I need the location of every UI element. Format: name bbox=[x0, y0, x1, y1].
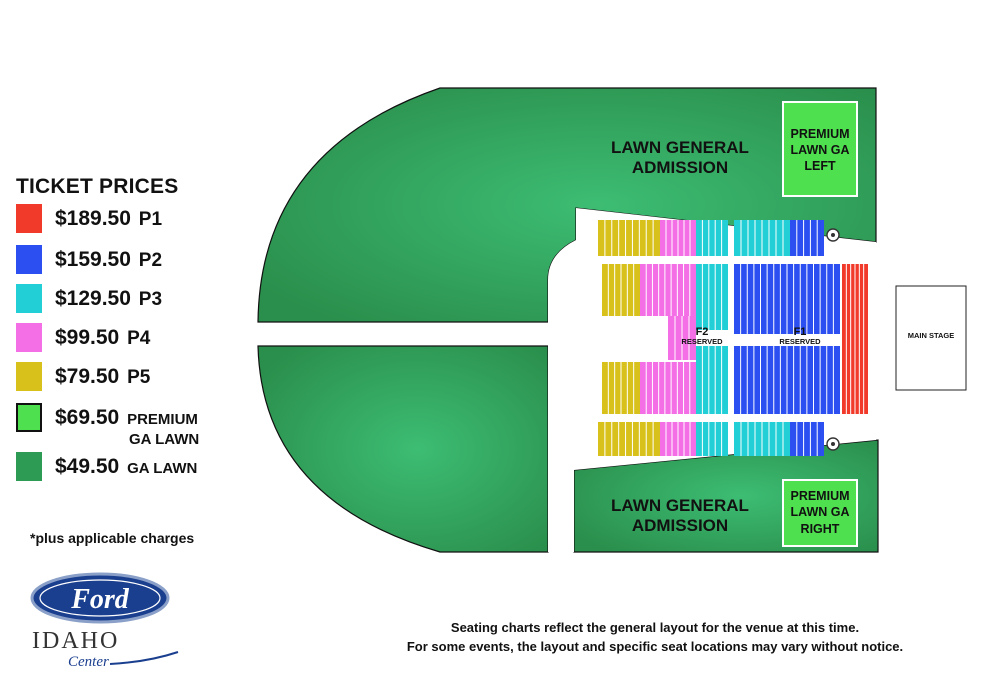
section-p3[interactable] bbox=[734, 220, 790, 256]
premium-left-label-1: PREMIUM bbox=[790, 127, 849, 141]
section-p5[interactable] bbox=[598, 422, 660, 456]
premium-left-label-2: LAWN GA bbox=[790, 143, 849, 157]
logo-sub: Center bbox=[68, 654, 109, 670]
main-stage-label: MAIN STAGE bbox=[908, 331, 955, 340]
logo-name: IDAHO bbox=[32, 628, 119, 654]
premium-right-label-1: PREMIUM bbox=[790, 489, 849, 503]
legend-price: $49.50 bbox=[55, 455, 120, 478]
section-p2[interactable] bbox=[790, 220, 824, 256]
section-p5[interactable] bbox=[602, 264, 640, 316]
legend-price: $129.50 bbox=[55, 287, 131, 310]
legend-swatch bbox=[16, 452, 42, 481]
section-p4[interactable] bbox=[640, 362, 696, 414]
wheelchair-icon bbox=[826, 437, 840, 451]
legend-item-p3: $129.50 P3 bbox=[16, 284, 162, 313]
lawn-bottom-label-2: ADMISSION bbox=[632, 516, 728, 535]
section-p3[interactable] bbox=[696, 220, 728, 256]
legend-item-ga-lawn: $49.50 GA LAWN bbox=[16, 452, 197, 481]
ford-idaho-center-logo: Ford IDAHO Center bbox=[30, 572, 179, 670]
legend-swatch bbox=[16, 204, 42, 233]
logo-brand: Ford bbox=[70, 584, 130, 615]
legend-price: $69.50 bbox=[55, 406, 120, 429]
seat-blocks[interactable] bbox=[548, 208, 876, 552]
disclaimer-line-1: Seating charts reflect the general layou… bbox=[450, 620, 860, 635]
disclaimer-line-2: For some events, the layout and specific… bbox=[406, 639, 904, 654]
section-p3[interactable] bbox=[696, 346, 728, 414]
legend-tier: P1 bbox=[138, 209, 163, 230]
seat-block-fill bbox=[598, 220, 660, 256]
legend-tier: PREMIUM bbox=[127, 411, 198, 428]
section-p4[interactable] bbox=[668, 316, 696, 360]
section-p3[interactable] bbox=[734, 422, 790, 456]
legend-tier-line2: GA LAWN bbox=[129, 431, 200, 448]
f2-label: F2 bbox=[696, 326, 709, 338]
section-p1[interactable] bbox=[842, 264, 868, 414]
seat-block-fill bbox=[696, 422, 728, 456]
charges-note: *plus applicable charges bbox=[30, 530, 195, 546]
f1-sub-label: RESERVED bbox=[779, 337, 821, 346]
lawn-ga-bottom-left[interactable] bbox=[257, 345, 549, 553]
section-p4[interactable] bbox=[660, 422, 696, 456]
premium-lawn-left[interactable] bbox=[782, 101, 858, 197]
legend-item-p4: $99.50 P4 bbox=[16, 323, 150, 352]
legend-tier: P5 bbox=[127, 367, 151, 388]
lawn-top-label-1: LAWN GENERAL bbox=[611, 138, 749, 157]
section-p4[interactable] bbox=[660, 220, 696, 256]
section-p3[interactable] bbox=[696, 264, 728, 330]
section-p5[interactable] bbox=[602, 362, 640, 414]
legend-swatch bbox=[16, 362, 42, 391]
premium-right-label-3: RIGHT bbox=[801, 522, 840, 536]
legend-price: $79.50 bbox=[55, 365, 120, 388]
legend-tier: P4 bbox=[127, 328, 151, 349]
lawn-bottom-label-1: LAWN GENERAL bbox=[611, 496, 749, 515]
legend-swatch bbox=[16, 245, 42, 274]
legend-item-p5: $79.50 P5 bbox=[16, 362, 150, 391]
legend-item-p1: $189.50 P1 bbox=[16, 204, 162, 233]
seat-block-fill bbox=[640, 362, 696, 414]
legend-title: TICKET PRICES bbox=[16, 175, 179, 198]
seat-block-fill bbox=[640, 264, 696, 316]
seat-block-fill bbox=[696, 264, 728, 330]
seat-block-fill bbox=[696, 220, 728, 256]
legend-tier: P2 bbox=[138, 250, 163, 271]
wheelchair-icon bbox=[826, 228, 840, 242]
premium-left-label-3: LEFT bbox=[804, 159, 836, 173]
section-p5[interactable] bbox=[598, 220, 660, 256]
seat-block-fill bbox=[696, 346, 728, 414]
disclaimer: Seating charts reflect the general layou… bbox=[350, 618, 960, 656]
legend-item-p2: $159.50 P2 bbox=[16, 245, 162, 274]
legend-tier: P3 bbox=[138, 289, 163, 310]
legend-price: $189.50 bbox=[55, 207, 131, 230]
legend-swatch bbox=[16, 323, 42, 352]
main-stage bbox=[895, 285, 967, 391]
legend-swatch bbox=[16, 403, 42, 432]
section-p2[interactable] bbox=[734, 264, 840, 334]
legend-swatch bbox=[16, 284, 42, 313]
section-p4[interactable] bbox=[640, 264, 696, 316]
premium-right-label-2: LAWN GA bbox=[790, 505, 849, 519]
seat-block-fill bbox=[598, 422, 660, 456]
legend-price: $159.50 bbox=[55, 248, 131, 271]
f1-label: F1 bbox=[794, 326, 807, 338]
legend-item-premium-lawn: $69.50 PREMIUM GA LAWN bbox=[16, 403, 199, 448]
legend-price: $99.50 bbox=[55, 326, 120, 349]
logo-swoosh bbox=[109, 651, 179, 665]
lawn-top-label-2: ADMISSION bbox=[632, 158, 728, 177]
section-p2[interactable] bbox=[734, 346, 840, 414]
legend-tier: GA LAWN bbox=[127, 460, 198, 477]
section-p2[interactable] bbox=[790, 422, 824, 456]
seat-block-fill bbox=[790, 220, 824, 256]
premium-lawn-right[interactable] bbox=[782, 479, 858, 547]
f2-sub-label: RESERVED bbox=[681, 337, 723, 346]
seat-block-fill bbox=[790, 422, 824, 456]
section-p3[interactable] bbox=[696, 422, 728, 456]
